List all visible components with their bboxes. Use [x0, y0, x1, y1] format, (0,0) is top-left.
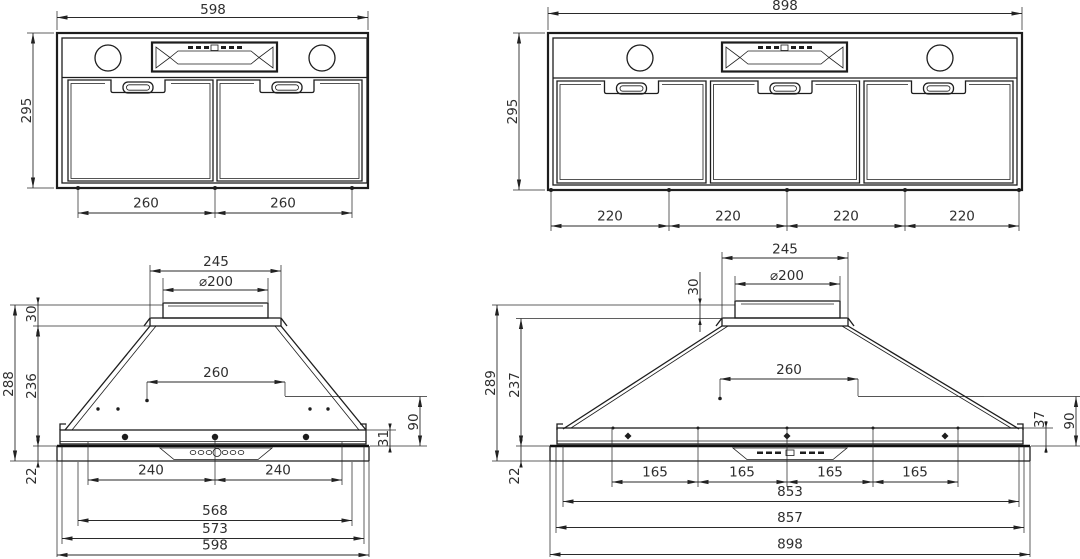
grease-filter-left — [67, 79, 214, 182]
width-label: 853 — [777, 484, 803, 500]
collar-height-label: 30 — [24, 305, 40, 322]
duct-diameter-label: ⌀200 — [199, 274, 233, 290]
overall-width-label: 898 — [772, 0, 798, 14]
overall-height-label: 295 — [19, 98, 35, 124]
collar-base-plate — [149, 317, 282, 327]
hood-body-inner — [61, 37, 368, 184]
duct-collar — [162, 302, 269, 319]
screw-icon — [941, 432, 949, 440]
filter-handle — [769, 82, 801, 95]
view-front-600: 598 295 260 260 — [19, 2, 370, 218]
width-label: 857 — [777, 510, 803, 526]
filter-spacing-label: 220 — [833, 209, 859, 225]
width-label: 898 — [777, 537, 803, 553]
mount-spacing-label: 165 — [642, 465, 668, 481]
collar-base-plate — [721, 317, 849, 327]
control-panel — [720, 41, 849, 73]
view-front-900: 898 295 220 220 220 220 — [505, 0, 1024, 231]
mount-spacing-label: 165 — [729, 465, 755, 481]
filter-spacing-label: 220 — [949, 209, 975, 225]
view-profile-600: 245 ⌀200 30 288 236 22 260 90 31 — [1, 254, 427, 558]
mounting-strip — [59, 429, 367, 445]
inner-width-label: 260 — [776, 362, 802, 378]
collar-height-label: 30 — [686, 278, 702, 295]
mount-spacing-label: 240 — [138, 463, 164, 479]
filter-spacing-label: 260 — [270, 196, 296, 212]
collar-plate-width-label: 245 — [203, 254, 229, 270]
filter-handle — [615, 82, 648, 95]
canopy-slope-right — [280, 325, 367, 431]
inner-width-label: 260 — [203, 365, 229, 381]
grease-filter-left — [556, 80, 707, 184]
screw-icon — [302, 433, 310, 441]
filter-handle — [122, 81, 154, 94]
filter-spacing-label: 220 — [597, 209, 623, 225]
grease-filter-right — [216, 79, 363, 182]
recess-depth-label: 22 — [24, 467, 40, 484]
lamp-icon — [94, 44, 122, 72]
hood-body-outline — [546, 31, 1024, 192]
lamp-icon — [926, 44, 954, 72]
view-profile-900: 245 ⌀200 30 289 237 22 260 90 37 — [483, 242, 1080, 557]
filter-handle — [922, 82, 955, 95]
recess-depth-label: 22 — [507, 467, 523, 484]
lamp-icon — [308, 44, 336, 72]
lamp-icon — [626, 44, 654, 72]
control-panel — [150, 41, 279, 73]
body-height-label: 237 — [507, 372, 523, 398]
rear-height-label: 90 — [1062, 412, 1078, 429]
filter-spacing-label: 220 — [715, 209, 741, 225]
bottom-control-panel — [731, 447, 849, 460]
width-label: 598 — [202, 538, 228, 554]
screw-icon — [121, 433, 129, 441]
overall-height-label: 295 — [505, 99, 521, 125]
bottom-control-panel — [158, 447, 274, 460]
collar-plate-width-label: 245 — [772, 242, 798, 258]
mount-spacing-label: 240 — [265, 463, 291, 479]
canopy-slope-left — [64, 325, 151, 431]
duct-collar — [734, 300, 841, 319]
filter-handle — [271, 81, 303, 94]
width-label: 573 — [202, 521, 228, 537]
rear-height-label: 90 — [406, 413, 422, 430]
grease-filter-right — [863, 80, 1014, 184]
strip-height-label: 37 — [1032, 411, 1048, 428]
body-height-label: 236 — [24, 373, 40, 399]
screw-icon — [624, 432, 632, 440]
filter-spacing-label: 260 — [133, 196, 159, 212]
strip-height-label: 31 — [376, 430, 392, 447]
total-height-label: 289 — [483, 370, 499, 396]
hood-body-outline — [55, 31, 370, 190]
width-label: 568 — [202, 503, 228, 519]
mount-spacing-label: 165 — [817, 465, 843, 481]
mounting-strip — [556, 427, 1024, 445]
hood-body-inner — [552, 37, 1018, 186]
grease-filter-middle — [709, 80, 861, 184]
mount-spacing-label: 165 — [902, 465, 928, 481]
duct-diameter-label: ⌀200 — [770, 268, 804, 284]
canopy-slope-right — [847, 325, 1020, 430]
overall-width-label: 598 — [200, 2, 226, 18]
total-height-label: 288 — [1, 371, 17, 397]
canopy-slope-left — [562, 325, 723, 430]
